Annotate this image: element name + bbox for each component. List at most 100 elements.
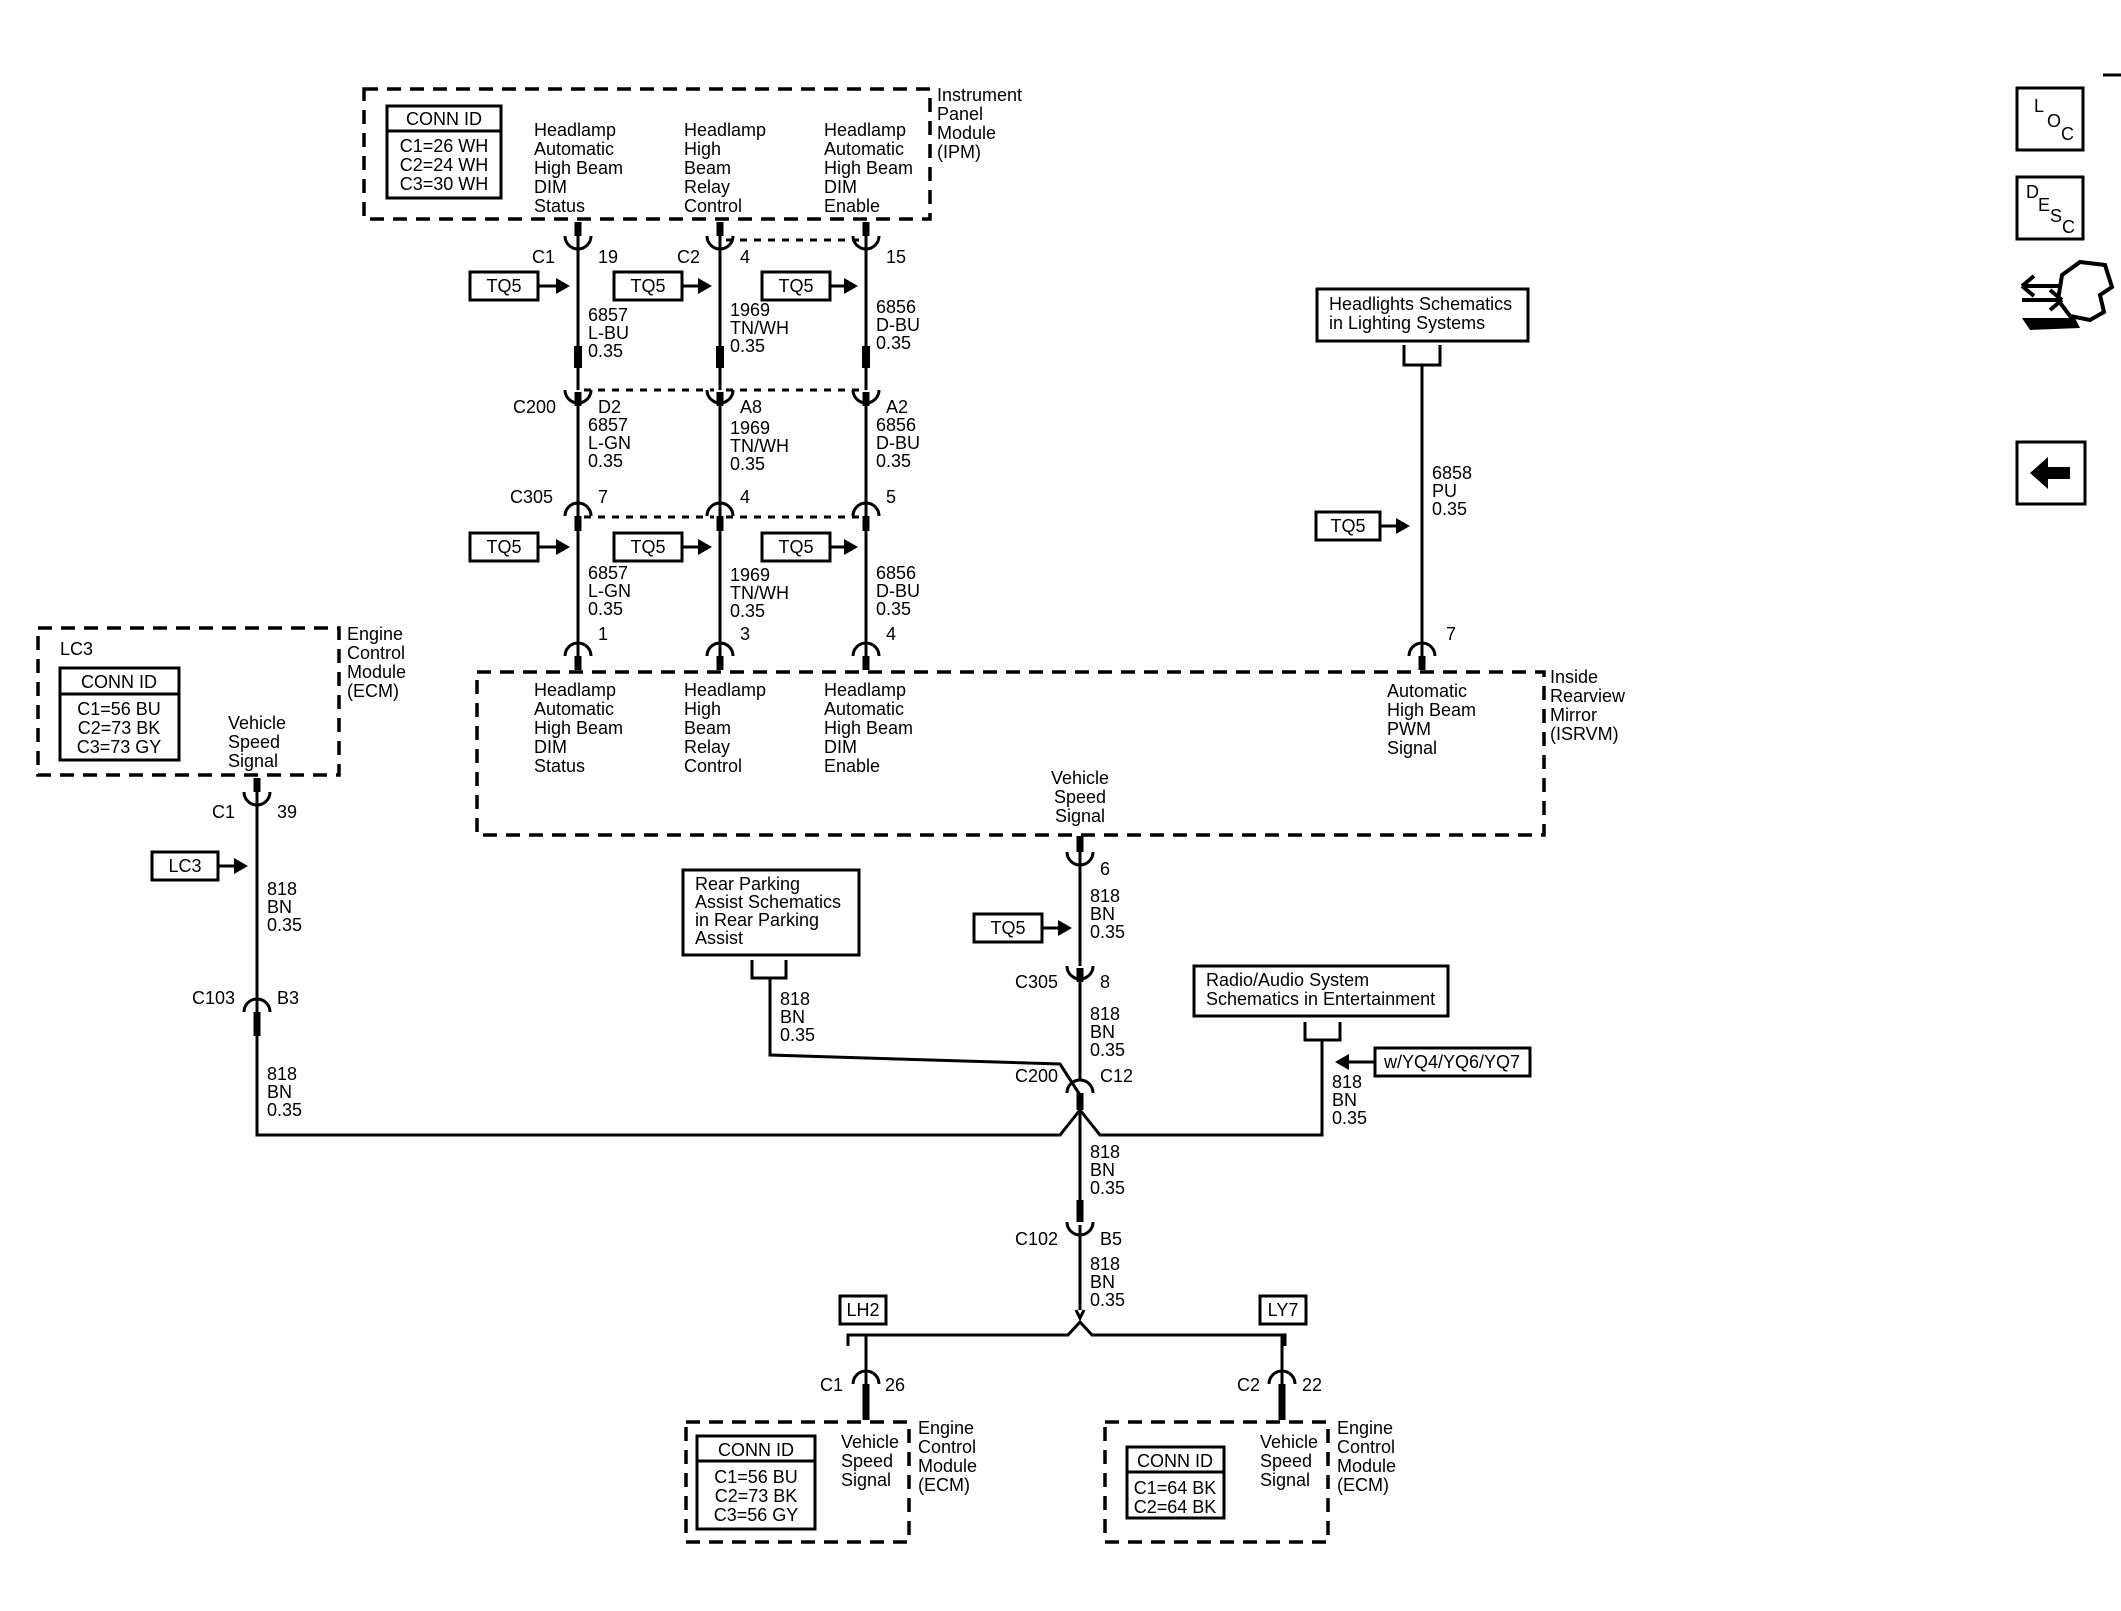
svg-text:TQ5: TQ5 bbox=[486, 276, 521, 296]
svg-text:TQ5: TQ5 bbox=[1330, 516, 1365, 536]
svg-text:6856: 6856 bbox=[876, 297, 916, 317]
svg-text:Automatic: Automatic bbox=[1387, 681, 1467, 701]
connector-label: C200 bbox=[1015, 1066, 1058, 1086]
svg-text:Automatic: Automatic bbox=[534, 699, 614, 719]
svg-text:0.35: 0.35 bbox=[730, 336, 765, 356]
svg-text:LH2: LH2 bbox=[846, 1300, 879, 1320]
loc-icon: L bbox=[2034, 96, 2044, 116]
svg-text:1969: 1969 bbox=[730, 418, 770, 438]
pin-number: 4 bbox=[886, 624, 896, 644]
svg-text:DIM: DIM bbox=[824, 177, 857, 197]
svg-text:Beam: Beam bbox=[684, 158, 731, 178]
connector-c1-label: C1 bbox=[532, 247, 555, 267]
ipm-conn-id-title: CONN ID bbox=[406, 109, 482, 129]
pin-number: 7 bbox=[1446, 624, 1456, 644]
connector-icon[interactable] bbox=[2020, 259, 2115, 330]
svg-text:Module: Module bbox=[918, 1456, 977, 1476]
ecm-option-label: LC3 bbox=[60, 639, 93, 659]
svg-text:0.35: 0.35 bbox=[876, 599, 911, 619]
svg-text:Signal: Signal bbox=[841, 1470, 891, 1490]
svg-text:0.35: 0.35 bbox=[730, 601, 765, 621]
loc-button[interactable]: L O C bbox=[2015, 86, 2085, 152]
svg-text:BN: BN bbox=[1090, 1160, 1115, 1180]
svg-text:818: 818 bbox=[1090, 1004, 1120, 1024]
svg-text:E: E bbox=[2038, 195, 2050, 215]
pin-number: 6 bbox=[1100, 859, 1110, 879]
svg-text:Headlamp: Headlamp bbox=[824, 120, 906, 140]
svg-text:Signal: Signal bbox=[1055, 806, 1105, 826]
rear-parking-assist-ref[interactable]: Rear Parking Assist Schematics in Rear P… bbox=[681, 868, 861, 980]
connector-c2-label: C2 bbox=[677, 247, 700, 267]
svg-text:C2=73 BK: C2=73 BK bbox=[78, 718, 161, 738]
option-tag-tq5: TQ5 bbox=[1314, 510, 1410, 542]
svg-text:0.35: 0.35 bbox=[730, 454, 765, 474]
svg-text:0.35: 0.35 bbox=[267, 915, 302, 935]
pin-number: C12 bbox=[1100, 1066, 1133, 1086]
svg-text:818: 818 bbox=[1332, 1072, 1362, 1092]
pin-number: 4 bbox=[740, 487, 750, 507]
pin-number: 7 bbox=[598, 487, 608, 507]
option-tag-yq: w/YQ4/YQ6/YQ7 bbox=[1335, 1046, 1532, 1078]
svg-text:TN/WH: TN/WH bbox=[730, 583, 789, 603]
pin-number: 15 bbox=[886, 247, 906, 267]
svg-text:C3=73 GY: C3=73 GY bbox=[77, 737, 162, 757]
headlights-schematic-ref[interactable]: Headlights Schematics in Lighting System… bbox=[1315, 287, 1530, 367]
svg-text:High Beam: High Beam bbox=[534, 718, 623, 738]
svg-text:High: High bbox=[684, 139, 721, 159]
svg-text:Automatic: Automatic bbox=[824, 699, 904, 719]
option-tag-tq5: TQ5 bbox=[468, 531, 570, 563]
svg-text:0.35: 0.35 bbox=[267, 1100, 302, 1120]
pin-number: 39 bbox=[277, 802, 297, 822]
radio-audio-ref[interactable]: Radio/Audio System Schematics in Enterta… bbox=[1192, 964, 1450, 1042]
pin-number: B5 bbox=[1100, 1229, 1122, 1249]
isrvm-pwm-label: Automatic High Beam PWM Signal bbox=[1387, 681, 1476, 758]
svg-text:BN: BN bbox=[267, 1082, 292, 1102]
svg-text:O: O bbox=[2047, 111, 2061, 131]
option-tag-ly7: LY7 bbox=[1258, 1294, 1308, 1326]
svg-text:Module: Module bbox=[347, 662, 406, 682]
back-button[interactable] bbox=[2015, 440, 2087, 506]
svg-text:6857: 6857 bbox=[588, 563, 628, 583]
svg-text:Speed: Speed bbox=[1260, 1451, 1312, 1471]
svg-text:w/YQ4/YQ6/YQ7: w/YQ4/YQ6/YQ7 bbox=[1383, 1052, 1520, 1072]
ecm-module-ly7: CONN ID C1=64 BK C2=64 BK Vehicle Speed … bbox=[1103, 1418, 1396, 1544]
connector-c200-label: C200 bbox=[513, 397, 556, 417]
svg-text:818: 818 bbox=[780, 989, 810, 1009]
svg-text:Relay: Relay bbox=[684, 737, 730, 757]
svg-text:(ECM): (ECM) bbox=[918, 1475, 970, 1495]
pin-number: B3 bbox=[277, 988, 299, 1008]
svg-text:0.35: 0.35 bbox=[1090, 1290, 1125, 1310]
svg-text:D-BU: D-BU bbox=[876, 581, 920, 601]
ipm-conn-id-line: C1=26 WH bbox=[400, 136, 489, 156]
option-tag-lc3: LC3 bbox=[150, 850, 248, 882]
svg-text:CONN ID: CONN ID bbox=[81, 672, 157, 692]
splice-bus bbox=[255, 1036, 1324, 1137]
pin-number: 4 bbox=[740, 247, 750, 267]
svg-text:LC3: LC3 bbox=[168, 856, 201, 876]
svg-text:Schematics in Entertainment: Schematics in Entertainment bbox=[1206, 989, 1435, 1009]
pin-number: 3 bbox=[740, 624, 750, 644]
desc-button[interactable]: D E S C bbox=[2015, 175, 2085, 241]
svg-text:Control: Control bbox=[347, 643, 405, 663]
svg-text:Relay: Relay bbox=[684, 177, 730, 197]
pin-number: D2 bbox=[598, 397, 621, 417]
svg-text:Vehicle: Vehicle bbox=[228, 713, 286, 733]
svg-text:Enable: Enable bbox=[824, 196, 880, 216]
svg-text:Assist Schematics: Assist Schematics bbox=[695, 892, 841, 912]
svg-text:0.35: 0.35 bbox=[876, 333, 911, 353]
svg-text:0.35: 0.35 bbox=[1090, 1040, 1125, 1060]
svg-text:Headlights Schematics: Headlights Schematics bbox=[1329, 294, 1512, 314]
option-tag-tq5: TQ5 bbox=[972, 912, 1072, 944]
svg-text:TQ5: TQ5 bbox=[486, 537, 521, 557]
svg-text:C: C bbox=[2061, 124, 2074, 144]
option-tag-tq5: TQ5 bbox=[612, 270, 712, 302]
svg-text:Automatic: Automatic bbox=[534, 139, 614, 159]
svg-text:Module: Module bbox=[937, 123, 996, 143]
svg-text:818: 818 bbox=[267, 879, 297, 899]
pin-number: 5 bbox=[886, 487, 896, 507]
